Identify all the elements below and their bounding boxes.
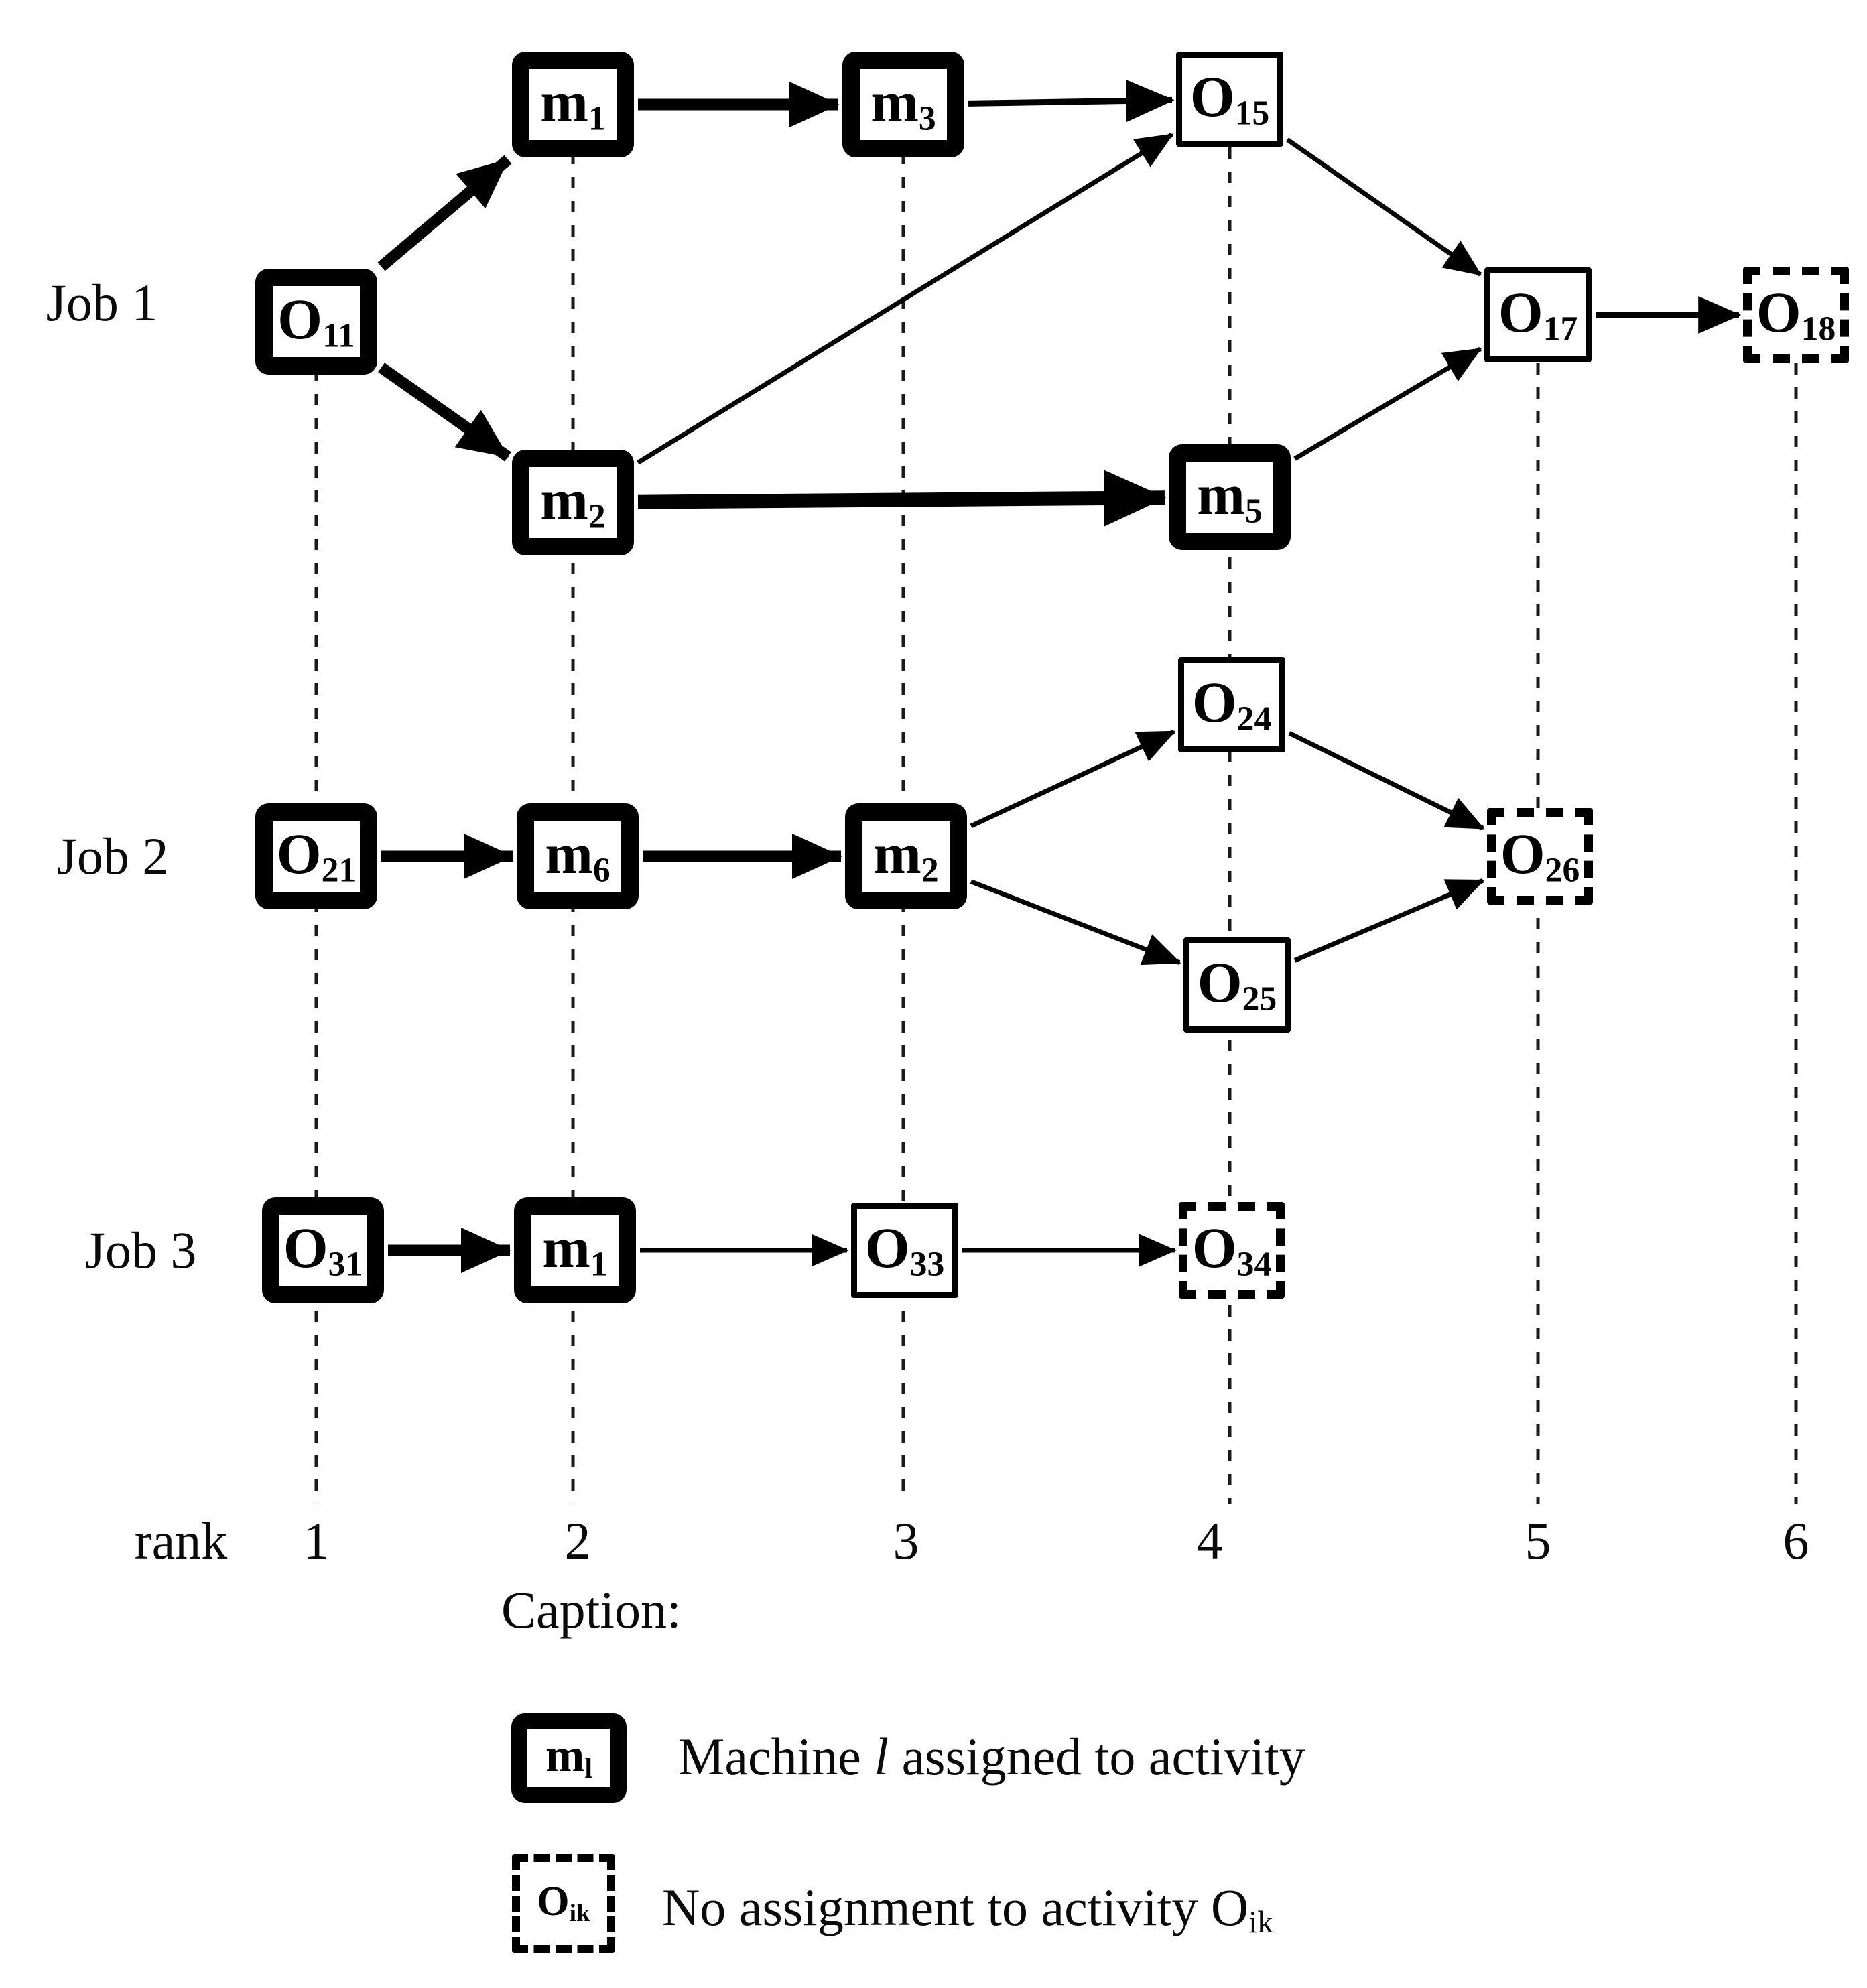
node-label-m1b: m1 bbox=[542, 1215, 608, 1284]
legend-unassigned-box-label: Oik bbox=[537, 1879, 590, 1928]
node-O33: O33 bbox=[851, 1203, 958, 1298]
edge-m5-O17 bbox=[1293, 346, 1482, 461]
node-label-O24: O24 bbox=[1192, 670, 1272, 738]
caption-title: Caption: bbox=[501, 1581, 682, 1639]
rank-tick-6: 6 bbox=[1783, 1512, 1809, 1571]
node-label-m2b: m2 bbox=[873, 821, 939, 890]
edge-O11-m1 bbox=[377, 155, 512, 271]
node-label-m3: m3 bbox=[871, 70, 936, 138]
node-O17: O17 bbox=[1484, 267, 1592, 362]
edge-m2b-O25 bbox=[970, 879, 1181, 966]
node-m1: m1 bbox=[512, 52, 634, 157]
node-m1b: m1 bbox=[514, 1197, 636, 1303]
job-label-1: Job 1 bbox=[46, 273, 158, 332]
edge-m2b-O24 bbox=[970, 729, 1176, 829]
node-label-m1: m1 bbox=[540, 70, 606, 138]
node-O18: O18 bbox=[1743, 267, 1849, 363]
node-label-O18: O18 bbox=[1756, 280, 1836, 348]
rank-tick-3: 3 bbox=[893, 1512, 919, 1571]
node-label-O11: O11 bbox=[277, 287, 355, 355]
node-O24: O24 bbox=[1178, 657, 1285, 752]
edge-O25-O26 bbox=[1293, 878, 1485, 963]
rank-axis-label: rank bbox=[134, 1512, 228, 1571]
legend-unassigned-box: Oik bbox=[512, 1854, 615, 1953]
job-label-2: Job 2 bbox=[56, 827, 169, 886]
node-O26: O26 bbox=[1487, 808, 1593, 905]
node-m2b: m2 bbox=[845, 803, 967, 909]
edge-O11-m2 bbox=[378, 362, 511, 462]
edge-m2-m5 bbox=[637, 470, 1167, 527]
node-label-O15: O15 bbox=[1189, 64, 1270, 133]
job-label-3: Job 3 bbox=[84, 1221, 197, 1280]
node-label-m6: m6 bbox=[545, 821, 610, 890]
node-label-O26: O26 bbox=[1500, 821, 1580, 890]
edge-m2-O15 bbox=[637, 132, 1174, 465]
edge-O15-O17 bbox=[1285, 137, 1482, 277]
legend-machine-text: Machine l assigned to activity bbox=[678, 1727, 1305, 1786]
node-label-O31: O31 bbox=[283, 1215, 363, 1284]
node-label-O34: O34 bbox=[1192, 1215, 1272, 1284]
node-m5: m5 bbox=[1169, 444, 1291, 550]
node-label-m5: m5 bbox=[1197, 462, 1263, 531]
node-O25: O25 bbox=[1183, 937, 1291, 1033]
node-O11: O11 bbox=[255, 269, 377, 375]
rank-tick-1: 1 bbox=[303, 1512, 330, 1571]
node-label-O33: O33 bbox=[864, 1215, 945, 1284]
node-label-m2: m2 bbox=[540, 468, 606, 536]
legend-unassigned-text: No assignment to activity Oik bbox=[662, 1877, 1273, 1940]
legend-machine-box-label: ml bbox=[545, 1730, 592, 1785]
node-m2: m2 bbox=[512, 450, 634, 555]
legend-machine-box: ml bbox=[511, 1713, 627, 1803]
node-m6: m6 bbox=[517, 803, 639, 909]
node-label-O21: O21 bbox=[276, 821, 357, 890]
rank-tick-4: 4 bbox=[1196, 1512, 1223, 1571]
node-label-O25: O25 bbox=[1197, 950, 1277, 1018]
edge-m3-O15 bbox=[968, 80, 1175, 123]
node-O15: O15 bbox=[1176, 52, 1283, 147]
node-label-O17: O17 bbox=[1498, 280, 1578, 348]
edge-O24-O26 bbox=[1288, 731, 1485, 831]
node-O21: O21 bbox=[255, 803, 377, 909]
rank-tick-5: 5 bbox=[1525, 1512, 1551, 1571]
node-O31: O31 bbox=[262, 1197, 384, 1303]
rank-tick-2: 2 bbox=[564, 1512, 591, 1571]
node-O34: O34 bbox=[1179, 1202, 1285, 1299]
node-m3: m3 bbox=[842, 52, 964, 157]
